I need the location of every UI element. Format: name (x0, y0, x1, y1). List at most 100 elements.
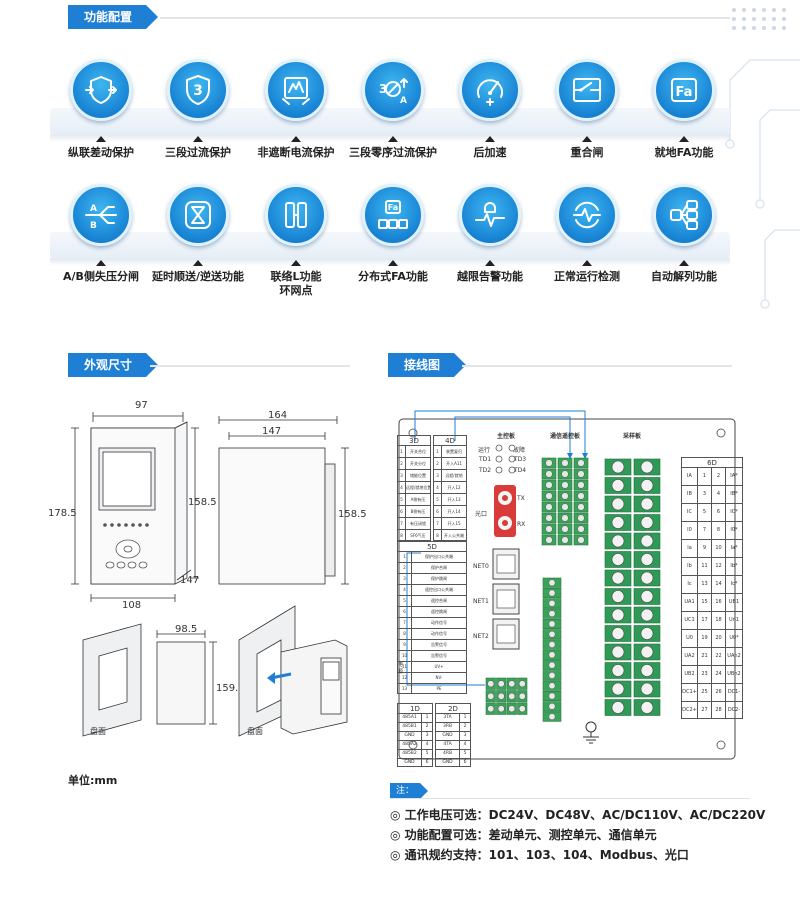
terminal-cell: Ia (682, 540, 698, 557)
terminal-screw (542, 629, 562, 640)
terminal-cell: 4 (434, 482, 442, 493)
td1-label: TD1 (479, 456, 492, 463)
terminal-cell: Ia* (730, 545, 738, 551)
terminal-cell: UC1 (682, 612, 698, 629)
terminal-cell: 9 (398, 640, 412, 650)
terminal-screw (542, 691, 562, 702)
dim-width-97: 97 (135, 400, 148, 411)
terminal-screw (541, 479, 557, 491)
terminal-cell: 485B2 (398, 750, 422, 758)
label-pointer (679, 136, 689, 142)
terminal-cell: 11 (398, 662, 412, 672)
function-label-6: 重合闸 (570, 146, 604, 159)
terminal-cell: 5 (398, 596, 412, 606)
terminal-cell: 开关合位 (410, 449, 426, 454)
net1-label: NET1 (473, 598, 489, 605)
terminal-cell: 8 (398, 629, 412, 639)
section-divider (462, 365, 732, 367)
block-1d-title: 1D (397, 703, 433, 713)
terminal-cell: 3RB (436, 723, 460, 731)
sample-terminal (633, 662, 661, 679)
block-3d-title: 3D (397, 435, 431, 445)
hourglass-icon (167, 184, 229, 246)
function-row2-label-7: 自动解列功能 (651, 270, 717, 283)
sample-terminal (604, 532, 632, 550)
terminal-screw (557, 523, 573, 535)
terminal-cell: 4 (398, 482, 406, 493)
ethernet-ports (492, 548, 520, 650)
terminal-screw (541, 501, 557, 513)
terminal-cell: 20 (712, 630, 726, 647)
terminal-cell: SF6气压 (410, 533, 426, 538)
label-pointer (582, 136, 592, 142)
front-view-drawing (71, 412, 199, 602)
terminal-cell: 装置复归 (446, 449, 462, 454)
terminal-cell: 485A2 (398, 741, 422, 749)
td2-label: TD2 (479, 467, 492, 474)
terminal-cell: 2 (434, 458, 442, 469)
terminal-cell: UBn2 (727, 671, 741, 677)
terminal-cell: 4 (425, 742, 429, 747)
section-title-wiring: 接线图 (388, 353, 467, 377)
terminal-cell: 8 (712, 522, 726, 539)
svg-text:3: 3 (193, 83, 203, 99)
terminal-cell: 4TA (436, 741, 460, 749)
rx-label: RX (517, 521, 526, 528)
function-label-1: 纵联差动保护 (68, 146, 134, 159)
terminal-cell: 储能位置 (410, 473, 426, 478)
block-6d-title: 6D (681, 457, 743, 467)
sample-terminal (633, 699, 661, 716)
terminal-cell: 4RB (436, 750, 460, 758)
function-row2-label-6: 正常运行检测 (554, 270, 620, 283)
terminal-cell: 开关分位 (410, 461, 426, 466)
sample-terminal (633, 625, 661, 642)
terminal-cell: 4 (712, 486, 726, 503)
circuit-decoration (725, 59, 800, 309)
terminal-cell: 485B1 (398, 723, 422, 731)
terminal-cell: UB1 (728, 599, 740, 605)
block-5d-power-label: 电源 (398, 662, 404, 675)
sample-terminal (604, 680, 632, 698)
dim-depth-164: 164 (268, 410, 288, 421)
terminal-cell: IC (682, 504, 698, 521)
label-pointer (388, 260, 398, 266)
commboard-label: 通信遥控板 (550, 433, 581, 440)
function-label-5: 后加速 (473, 146, 507, 159)
sample-terminal (604, 495, 632, 513)
terminal-cell: B侧有压 (410, 509, 426, 514)
terminal-screw (573, 457, 589, 469)
terminal-cell: 有压闭锁 (410, 521, 426, 526)
decorative-dot-grid (732, 8, 792, 34)
unit-label: 单位:mm (68, 774, 118, 787)
panel-cutout-drawing (82, 623, 217, 737)
terminal-cell: DC2+ (682, 702, 698, 718)
terminal-cell: U0* (729, 635, 739, 641)
terminal-cell: 开入15 (447, 521, 461, 526)
terminal-screw (542, 608, 562, 619)
note-function-config: ◎ 功能配置可选：差动单元、测控单元、通信单元 (390, 828, 657, 842)
sample-terminal (604, 477, 632, 494)
terminal-cell: 3 (398, 470, 406, 481)
terminal-cell: 13 (398, 684, 412, 693)
terminal-cell: NV- (435, 675, 443, 680)
sample-terminal (633, 569, 661, 587)
panel-label-1: 盘面 (90, 727, 106, 736)
